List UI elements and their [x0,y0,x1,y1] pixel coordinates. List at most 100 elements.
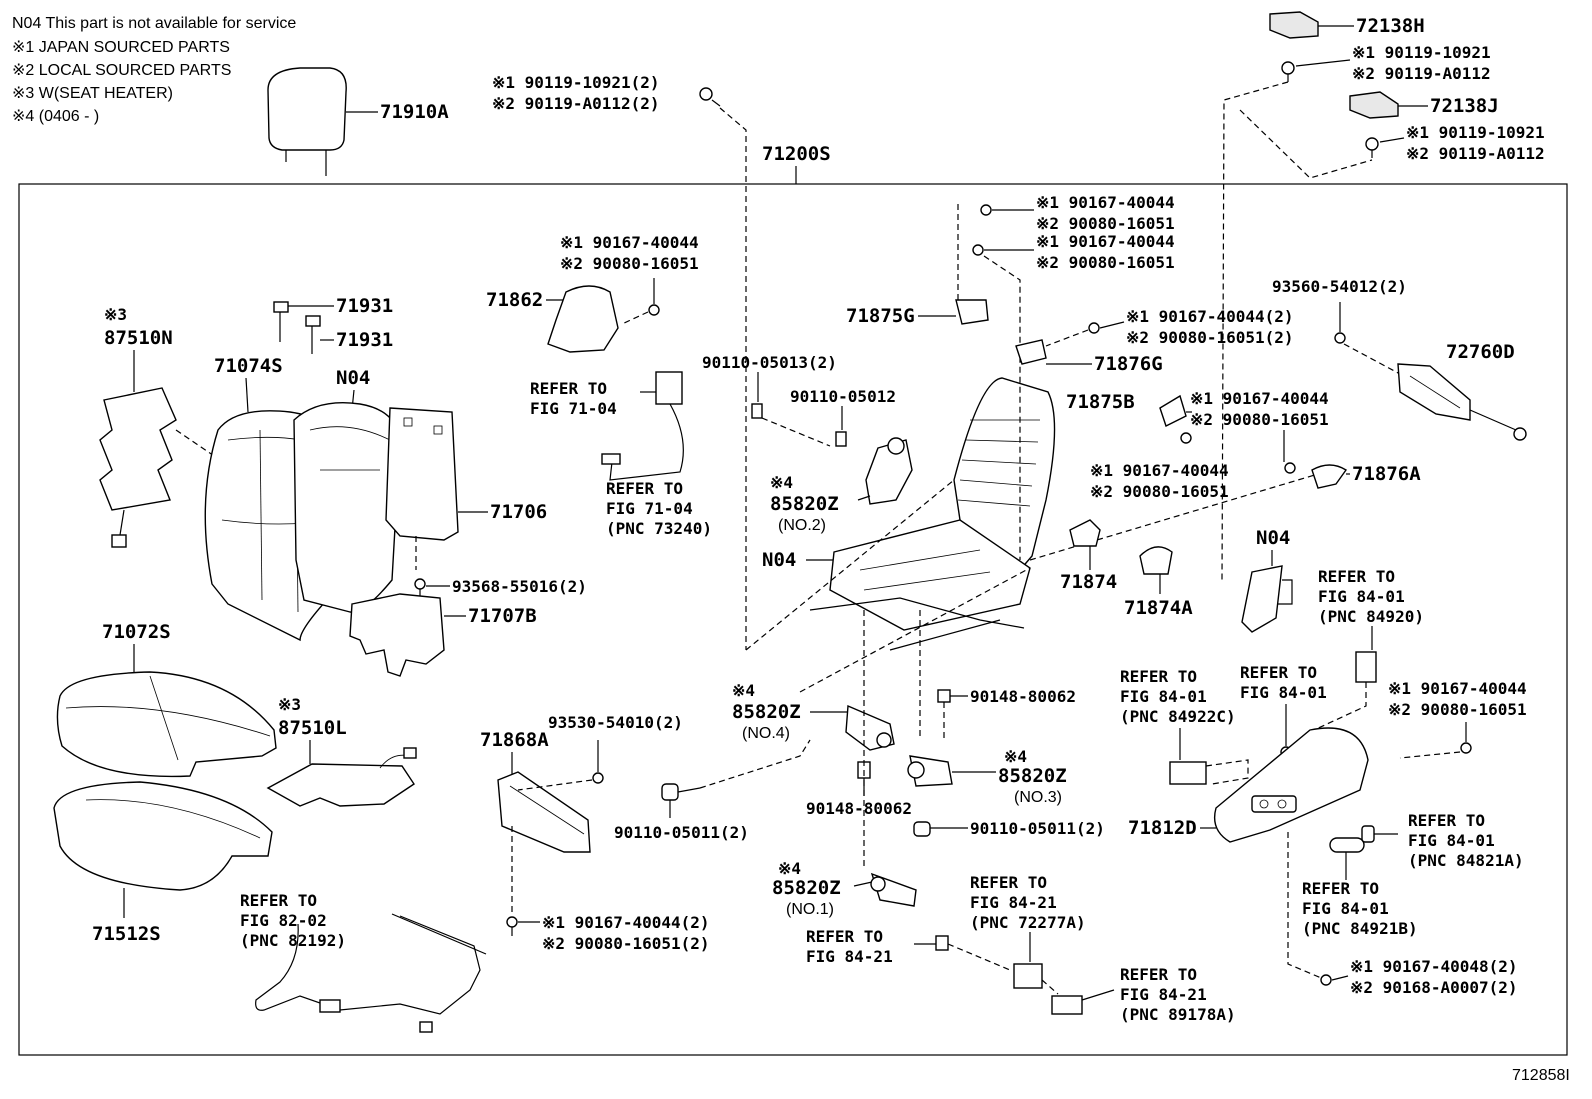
label-s1a[interactable]: ※1 90119-10921(2) [492,73,660,92]
callout-85820Z-4[interactable]: 85820Z [732,701,801,723]
callout-72138J[interactable]: 72138J [1430,95,1499,117]
refer-11b[interactable]: FIG 84-01 [1302,899,1389,918]
refer-2b[interactable]: FIG 71-04 [606,499,693,518]
callout-71931-a[interactable]: 71931 [336,295,393,317]
refer-10a[interactable]: REFER TO [1408,811,1485,830]
refer-1a[interactable]: REFER TO [530,379,607,398]
callout-71707B[interactable]: 71707B [468,605,537,627]
clip-71931-bottom [305,315,334,354]
back-board [385,407,488,541]
refer-9c[interactable]: (PNC 84920) [1318,607,1424,626]
label-s9b[interactable]: ※2 90080-16051 [1090,482,1229,501]
screw-90167-right [1399,722,1472,759]
refer-2a[interactable]: REFER TO [606,479,683,498]
refer-6b[interactable]: FIG 84-21 [1120,985,1207,1004]
refer-10c[interactable]: (PNC 84821A) [1408,851,1524,870]
label-s8[interactable]: 93560-54012(2) [1272,277,1407,296]
cover-71875B [1159,394,1187,427]
refer-3b[interactable]: FIG 82-02 [240,911,327,930]
callout-71874A[interactable]: 71874A [1124,597,1193,619]
label-s3a[interactable]: ※1 90119-10921 [1406,123,1545,142]
refer-6c[interactable]: (PNC 89178A) [1120,1005,1236,1024]
callout-71910A[interactable]: 71910A [380,101,449,123]
refer-3a[interactable]: REFER TO [240,891,317,910]
callout-87510N[interactable]: 87510N [104,327,173,349]
label-s9a[interactable]: ※1 90167-40044 [1090,461,1229,480]
label-s4b[interactable]: ※2 90080-16051 [1036,214,1175,233]
label-s7a[interactable]: ※1 90167-40044(2) [1126,307,1294,326]
motor-no4 [810,704,895,751]
callout-87510L[interactable]: 87510L [278,717,347,739]
label-s6a[interactable]: ※1 90167-40044 [1190,389,1329,408]
callout-N04-a[interactable]: N04 [336,367,370,389]
refer-9a[interactable]: REFER TO [1318,567,1395,586]
label-s12[interactable]: 90110-05012 [790,387,896,406]
callout-85820Z-3[interactable]: 85820Z [998,765,1067,787]
refer-9b[interactable]: FIG 84-01 [1318,587,1405,606]
refer-11a[interactable]: REFER TO [1302,879,1379,898]
callout-71072S[interactable]: 71072S [102,621,171,643]
refer-4a[interactable]: REFER TO [806,927,883,946]
callout-71875B[interactable]: 71875B [1066,391,1135,413]
label-s14[interactable]: 93530-54010(2) [548,713,683,732]
callout-N04-b[interactable]: N04 [762,549,796,571]
label-s19a[interactable]: ※1 90167-40044(2) [542,913,710,932]
callout-85820Z-1[interactable]: 85820Z [772,877,841,899]
callout-71876A[interactable]: 71876A [1352,463,1421,485]
label-s1b[interactable]: ※2 90119-A0112(2) [492,94,660,113]
label-s21b[interactable]: ※2 90168-A0007(2) [1350,978,1518,997]
cover-71874A [1139,546,1173,594]
label-s2b[interactable]: ※2 90119-A0112 [1352,64,1491,83]
label-s4a[interactable]: ※1 90167-40044 [1036,193,1175,212]
seat-cushion-pad [53,781,273,918]
callout-71512S[interactable]: 71512S [92,923,161,945]
callout-71868A[interactable]: 71868A [480,729,549,751]
callout-71874[interactable]: 71874 [1060,571,1117,593]
label-s5b[interactable]: ※2 90080-16051 [1036,253,1175,272]
callout-72760D[interactable]: 72760D [1446,341,1515,363]
marker-85820Z-2: ※4 [770,473,793,492]
label-s20b[interactable]: ※2 90080-16051 [1388,700,1527,719]
refer-7c[interactable]: (PNC 84922C) [1120,707,1236,726]
callout-71074S[interactable]: 71074S [214,355,283,377]
refer-8b[interactable]: FIG 84-01 [1240,683,1327,702]
label-s6b[interactable]: ※2 90080-16051 [1190,410,1329,429]
label-s10b[interactable]: ※2 90080-16051 [560,254,699,273]
refer-11c[interactable]: (PNC 84921B) [1302,919,1418,938]
callout-71876G[interactable]: 71876G [1094,353,1163,375]
callout-71706[interactable]: 71706 [490,501,547,523]
label-s13[interactable]: 93568-55016(2) [452,577,587,596]
refer-5b[interactable]: FIG 84-21 [970,893,1057,912]
label-s5a[interactable]: ※1 90167-40044 [1036,232,1175,251]
callout-85820Z-2[interactable]: 85820Z [770,493,839,515]
refer-6a[interactable]: REFER TO [1120,965,1197,984]
callout-72138H[interactable]: 72138H [1356,15,1425,37]
label-s11[interactable]: 90110-05013(2) [702,353,837,372]
label-s17[interactable]: 90148-80062 [806,799,912,818]
refer-7b[interactable]: FIG 84-01 [1120,687,1207,706]
refer-2c[interactable]: (PNC 73240) [606,519,712,538]
callout-N04-c[interactable]: N04 [1256,527,1290,549]
refer-5c[interactable]: (PNC 72277A) [970,913,1086,932]
refer-7a[interactable]: REFER TO [1120,667,1197,686]
label-s21a[interactable]: ※1 90167-40048(2) [1350,957,1518,976]
callout-71875G[interactable]: 71875G [846,305,915,327]
refer-1b[interactable]: FIG 71-04 [530,399,617,418]
label-s16[interactable]: 90148-80062 [970,687,1076,706]
label-s3b[interactable]: ※2 90119-A0112 [1406,144,1545,163]
refer-4b[interactable]: FIG 84-21 [806,947,893,966]
label-s20a[interactable]: ※1 90167-40044 [1388,679,1527,698]
callout-71931-b[interactable]: 71931 [336,329,393,351]
label-s19b[interactable]: ※2 90080-16051(2) [542,934,710,953]
refer-3c[interactable]: (PNC 82192) [240,931,346,950]
label-s18[interactable]: 90110-05011(2) [970,819,1105,838]
label-s2a[interactable]: ※1 90119-10921 [1352,43,1491,62]
label-s15[interactable]: 90110-05011(2) [614,823,749,842]
callout-71862[interactable]: 71862 [486,289,543,311]
refer-5a[interactable]: REFER TO [970,873,1047,892]
label-s7b[interactable]: ※2 90080-16051(2) [1126,328,1294,347]
callout-71812D[interactable]: 71812D [1128,817,1197,839]
label-s10a[interactable]: ※1 90167-40044 [560,233,699,252]
refer-10b[interactable]: FIG 84-01 [1408,831,1495,850]
refer-8a[interactable]: REFER TO [1240,663,1317,682]
